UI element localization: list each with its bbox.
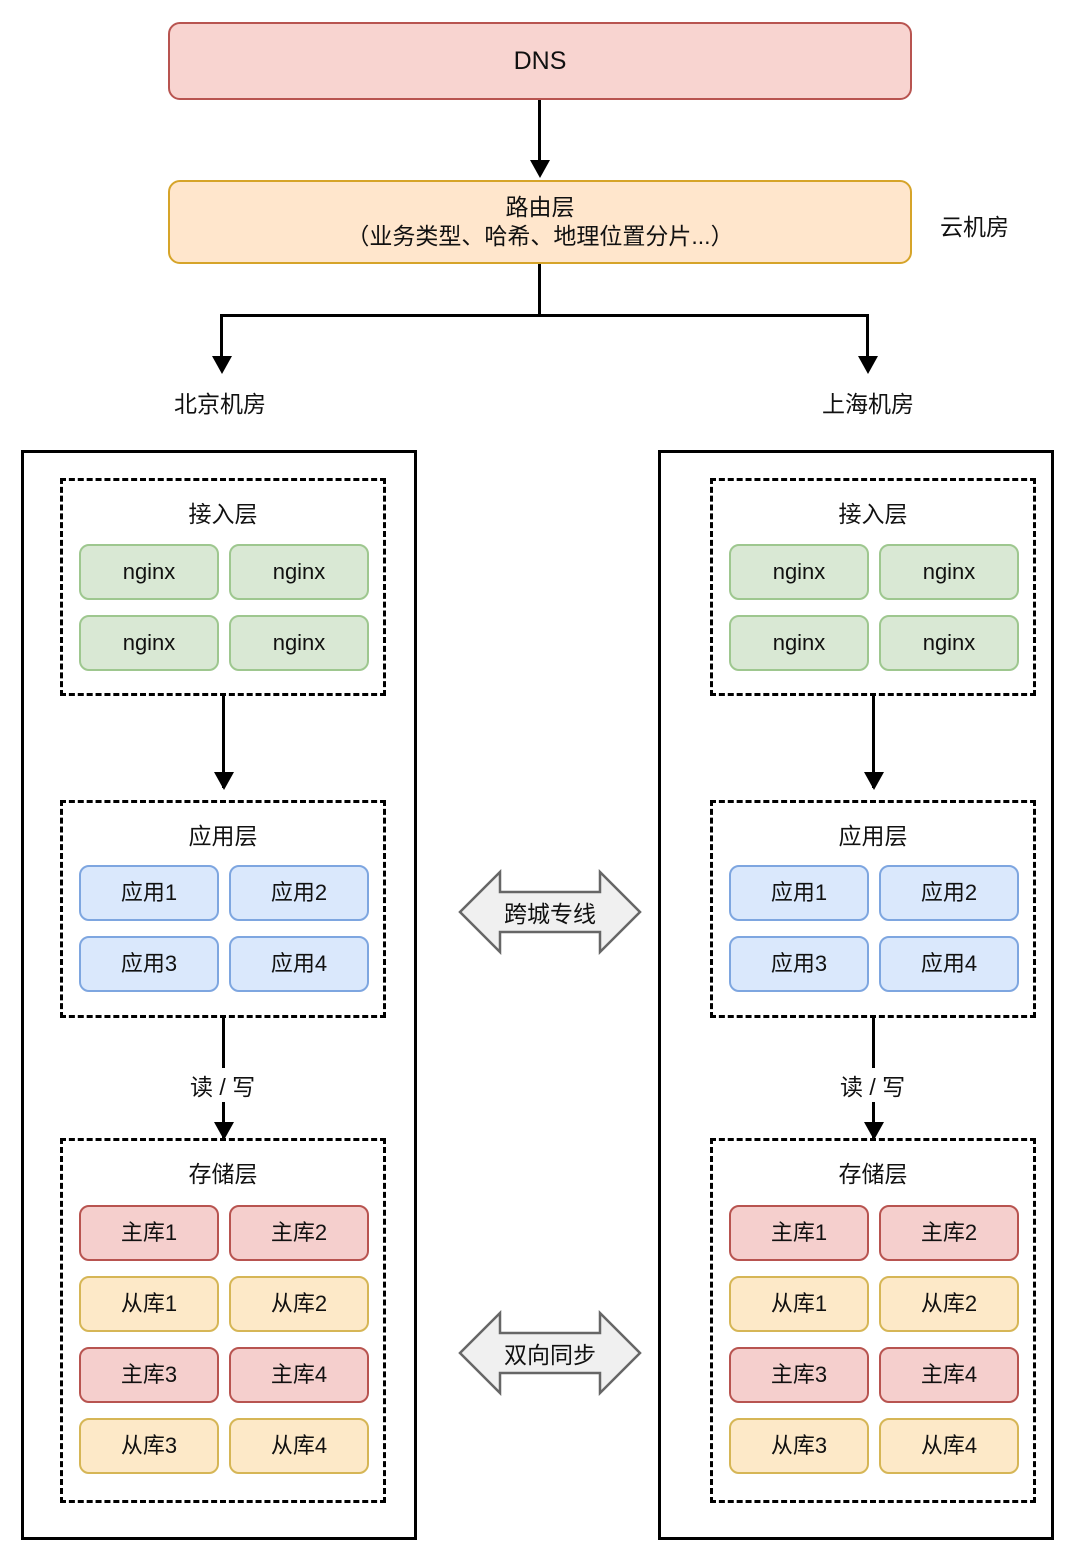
shanghai-access-layer-title: 接入层 [838, 501, 908, 527]
beijing-app-2: 应用2 [229, 865, 369, 921]
shanghai-nginx-3: nginx [729, 615, 869, 671]
connector-routing-to-shanghai [866, 314, 869, 358]
dns-node: DNS [168, 22, 912, 100]
beijing-nginx-2: nginx [229, 544, 369, 600]
shanghai-app-4: 应用4 [879, 936, 1019, 992]
shanghai-storage-slave-3: 从库3 [729, 1418, 869, 1474]
arrowhead-to-beijing-icon [212, 356, 232, 374]
beijing-datacenter-label: 北京机房 [174, 391, 266, 417]
shanghai-storage-slave-4: 从库4 [879, 1418, 1019, 1474]
routing-layer-subtitle: （业务类型、哈希、地理位置分片...） [346, 223, 734, 249]
beijing-arrowhead-access-to-app-icon [214, 772, 234, 790]
beijing-access-layer-title: 接入层 [188, 501, 258, 527]
beijing-storage-slave-1: 从库1 [79, 1276, 219, 1332]
routing-layer-node: 路由层 （业务类型、哈希、地理位置分片...） [168, 180, 912, 264]
beijing-storage-layer-title: 存储层 [188, 1161, 258, 1187]
beijing-nginx-4: nginx [229, 615, 369, 671]
shanghai-nginx-2: nginx [879, 544, 1019, 600]
shanghai-read-write-label: 读 / 写 [836, 1068, 910, 1102]
beijing-connector-access-to-app [222, 696, 225, 788]
shanghai-storage-master-3: 主库3 [729, 1347, 869, 1403]
beijing-storage-master-2: 主库2 [229, 1205, 369, 1261]
beijing-app-3: 应用3 [79, 936, 219, 992]
beijing-storage-slave-3: 从库3 [79, 1418, 219, 1474]
beijing-storage-master-3: 主库3 [79, 1347, 219, 1403]
connector-routing-to-beijing [220, 314, 223, 358]
beijing-storage-master-1: 主库1 [79, 1205, 219, 1261]
cloud-room-label: 云机房 [940, 214, 1009, 240]
beijing-app-4: 应用4 [229, 936, 369, 992]
beijing-storage-master-4: 主库4 [229, 1347, 369, 1403]
cross-city-link-arrow: 跨城专线 [458, 862, 642, 962]
beijing-nginx-3: nginx [79, 615, 219, 671]
shanghai-nginx-4: nginx [879, 615, 1019, 671]
bidirectional-sync-arrow: 双向同步 [458, 1303, 642, 1403]
beijing-storage-slave-4: 从库4 [229, 1418, 369, 1474]
beijing-read-write-label: 读 / 写 [186, 1068, 260, 1102]
shanghai-storage-master-4: 主库4 [879, 1347, 1019, 1403]
connector-routing-trunk [538, 264, 541, 316]
shanghai-connector-access-to-app [872, 696, 875, 788]
beijing-app-1: 应用1 [79, 865, 219, 921]
connector-dns-to-routing [538, 100, 541, 162]
shanghai-arrowhead-app-to-storage-icon [864, 1122, 884, 1140]
shanghai-storage-slave-2: 从库2 [879, 1276, 1019, 1332]
shanghai-storage-master-2: 主库2 [879, 1205, 1019, 1261]
shanghai-arrowhead-access-to-app-icon [864, 772, 884, 790]
connector-routing-split [220, 314, 868, 317]
beijing-storage-slave-2: 从库2 [229, 1276, 369, 1332]
shanghai-storage-master-1: 主库1 [729, 1205, 869, 1261]
beijing-app-layer-title: 应用层 [188, 823, 258, 849]
shanghai-storage-layer-title: 存储层 [838, 1161, 908, 1187]
shanghai-storage-slave-1: 从库1 [729, 1276, 869, 1332]
arrowhead-to-shanghai-icon [858, 356, 878, 374]
shanghai-app-3: 应用3 [729, 936, 869, 992]
beijing-arrowhead-app-to-storage-icon [214, 1122, 234, 1140]
shanghai-nginx-1: nginx [729, 544, 869, 600]
beijing-nginx-1: nginx [79, 544, 219, 600]
shanghai-app-1: 应用1 [729, 865, 869, 921]
shanghai-app-layer-title: 应用层 [838, 823, 908, 849]
shanghai-app-2: 应用2 [879, 865, 1019, 921]
shanghai-datacenter-label: 上海机房 [822, 391, 914, 417]
routing-layer-title: 路由层 [505, 193, 575, 220]
arrowhead-dns-to-routing-icon [530, 160, 550, 178]
